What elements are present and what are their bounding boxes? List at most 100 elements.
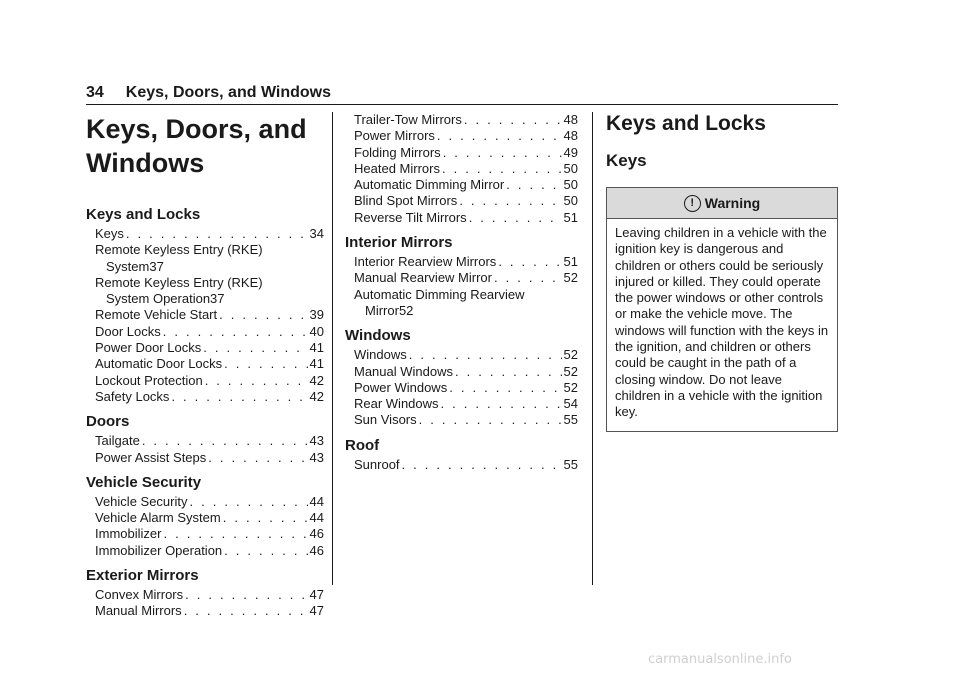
toc-entry-page: 49 — [563, 144, 578, 160]
toc-entry: Reverse Tilt Mirrors51 — [345, 210, 578, 226]
toc-leader-dots — [224, 543, 307, 559]
toc-entry-page: 55 — [563, 412, 578, 428]
toc-list-1: Keys and LocksKeys34Remote Keyless Entry… — [86, 206, 324, 620]
toc-leader-dots — [455, 364, 562, 380]
toc-entry-label: Immobilizer Operation — [95, 542, 223, 558]
toc-leader-dots — [441, 396, 562, 412]
toc-leader-dots — [184, 603, 308, 619]
toc-entry-page: 52 — [563, 270, 578, 286]
toc-entry-page: 34 — [309, 226, 324, 241]
toc-entry-label: Automatic Door Locks — [95, 356, 223, 372]
toc-entry-page: 48 — [563, 112, 578, 127]
toc-entry: Vehicle Alarm System44 — [86, 510, 324, 526]
toc-leader-dots — [203, 340, 307, 356]
toc-section-title: Doors — [86, 413, 130, 431]
toc-entry-label: Remote Keyless Entry (RKE) — [95, 274, 263, 290]
toc-section-title: Vehicle Security — [86, 473, 202, 491]
toc-leader-dots — [437, 128, 562, 144]
running-head: 34 Keys, Doors, and Windows — [86, 84, 331, 102]
toc-entry-page: 46 — [309, 526, 324, 542]
toc-entry-page: 55 — [563, 456, 578, 472]
toc-entry-label: Heated Mirrors — [354, 160, 440, 176]
toc-entry-page: 39 — [309, 307, 324, 323]
column-divider-2 — [592, 112, 593, 585]
toc-leader-dots — [126, 226, 308, 242]
watermark: carmanualsonline.info — [648, 652, 792, 667]
running-head-title: Keys, Doors, and Windows — [125, 84, 332, 101]
toc-entry: Manual Rearview Mirror 52 — [345, 270, 578, 286]
toc-entry-label: Keys — [95, 226, 124, 241]
toc-entry-page: 43 — [309, 433, 324, 449]
toc-entry-label: Manual Rearview Mirror — [354, 270, 492, 286]
toc-section-title: Roof — [345, 436, 380, 454]
toc-leader-dots — [219, 307, 307, 323]
toc-entry: Tailgate43 — [86, 433, 324, 449]
toc-entry: Power Windows52 — [345, 380, 578, 396]
toc-entry-label: Reverse Tilt Mirrors — [354, 209, 467, 225]
toc-leader-dots — [171, 389, 307, 405]
toc-leader-dots — [223, 510, 308, 526]
toc-entry: Power Door Locks 41 — [86, 340, 324, 356]
toc-leader-dots — [142, 433, 308, 449]
toc-entry-label-cont: System — [106, 258, 150, 274]
toc-entry-page: 41 — [309, 340, 324, 356]
warning-header: ! Warning — [607, 188, 837, 219]
toc-entry-label: Door Locks — [95, 323, 161, 339]
toc-entry: Lockout Protection42 — [86, 373, 324, 389]
toc-leader-dots — [506, 177, 561, 193]
toc-entry-page: 37 — [149, 258, 164, 274]
toc-entry-label: Power Door Locks — [95, 340, 202, 356]
toc-entry-label-cont: Mirror — [365, 302, 399, 318]
toc-entry: Immobilizer46 — [86, 526, 324, 542]
warning-circle-icon: ! — [683, 194, 701, 212]
toc-entry-label: Automatic Dimming Rearview — [354, 286, 525, 302]
toc-entry-label: Vehicle Security — [95, 493, 188, 509]
subsection-heading: Keys — [606, 151, 647, 170]
toc-entry-label: Automatic Dimming Mirror — [354, 177, 505, 193]
toc-entry-label: Power Assist Steps — [95, 449, 207, 465]
toc-entry-label: Trailer-Tow Mirrors — [354, 112, 462, 127]
toc-leader-dots — [459, 193, 561, 209]
toc-entry-page: 42 — [309, 388, 324, 404]
toc-leader-dots — [409, 347, 562, 363]
toc-entry: Keys 34 — [86, 226, 324, 242]
toc-leader-dots — [469, 210, 562, 226]
toc-entry-label: Power Mirrors — [354, 128, 435, 144]
toc-entry: Heated Mirrors50 — [345, 161, 578, 177]
toc-entry: Vehicle Security 44 — [86, 494, 324, 510]
toc-entry-label-cont: System Operation — [106, 291, 211, 307]
toc-entry: Convex Mirrors47 — [86, 587, 324, 603]
toc-entry-label: Manual Windows — [354, 363, 453, 379]
toc-entry-label: Rear Windows — [354, 396, 439, 412]
toc-entry-page: 48 — [563, 128, 578, 144]
toc-leader-dots — [419, 412, 562, 428]
warning-title: Warning — [704, 194, 761, 211]
toc-entry-page: 47 — [309, 603, 324, 619]
toc-entry-label: Lockout Protection — [95, 372, 203, 388]
warning-box: ! Warning Leaving children in a vehicle … — [606, 187, 838, 432]
toc-entry-label: Vehicle Alarm System — [95, 510, 221, 526]
toc-entry: Windows52 — [345, 347, 578, 363]
toc-entry-page: 44 — [309, 493, 324, 509]
toc-leader-dots — [442, 161, 562, 177]
toc-entry-label: Remote Vehicle Start — [95, 307, 218, 323]
toc-entry: Manual Mirrors47 — [86, 603, 324, 619]
toc-entry: Power Mirrors 48 — [345, 128, 578, 144]
toc-entry: Blind Spot Mirrors50 — [345, 193, 578, 209]
toc-leader-dots — [185, 587, 307, 603]
chapter-title: Keys, Doors, and Windows — [86, 114, 307, 178]
toc-entry-label: Interior Rearview Mirrors — [354, 254, 497, 270]
toc-entry: Door Locks40 — [86, 324, 324, 340]
body-column: Keys and Locks Keys ! Warning Leaving ch… — [606, 112, 838, 432]
toc-leader-dots — [402, 457, 562, 473]
toc-entry: Remote Keyless Entry (RKE)System Operati… — [86, 275, 324, 308]
toc-leader-dots — [464, 112, 562, 128]
column-divider-1 — [332, 112, 333, 585]
toc-entry-page: 54 — [563, 396, 578, 412]
toc-entry-page: 47 — [309, 587, 324, 603]
toc-leader-dots — [205, 373, 308, 389]
header-rule — [86, 104, 838, 105]
toc-leader-dots — [224, 356, 307, 372]
